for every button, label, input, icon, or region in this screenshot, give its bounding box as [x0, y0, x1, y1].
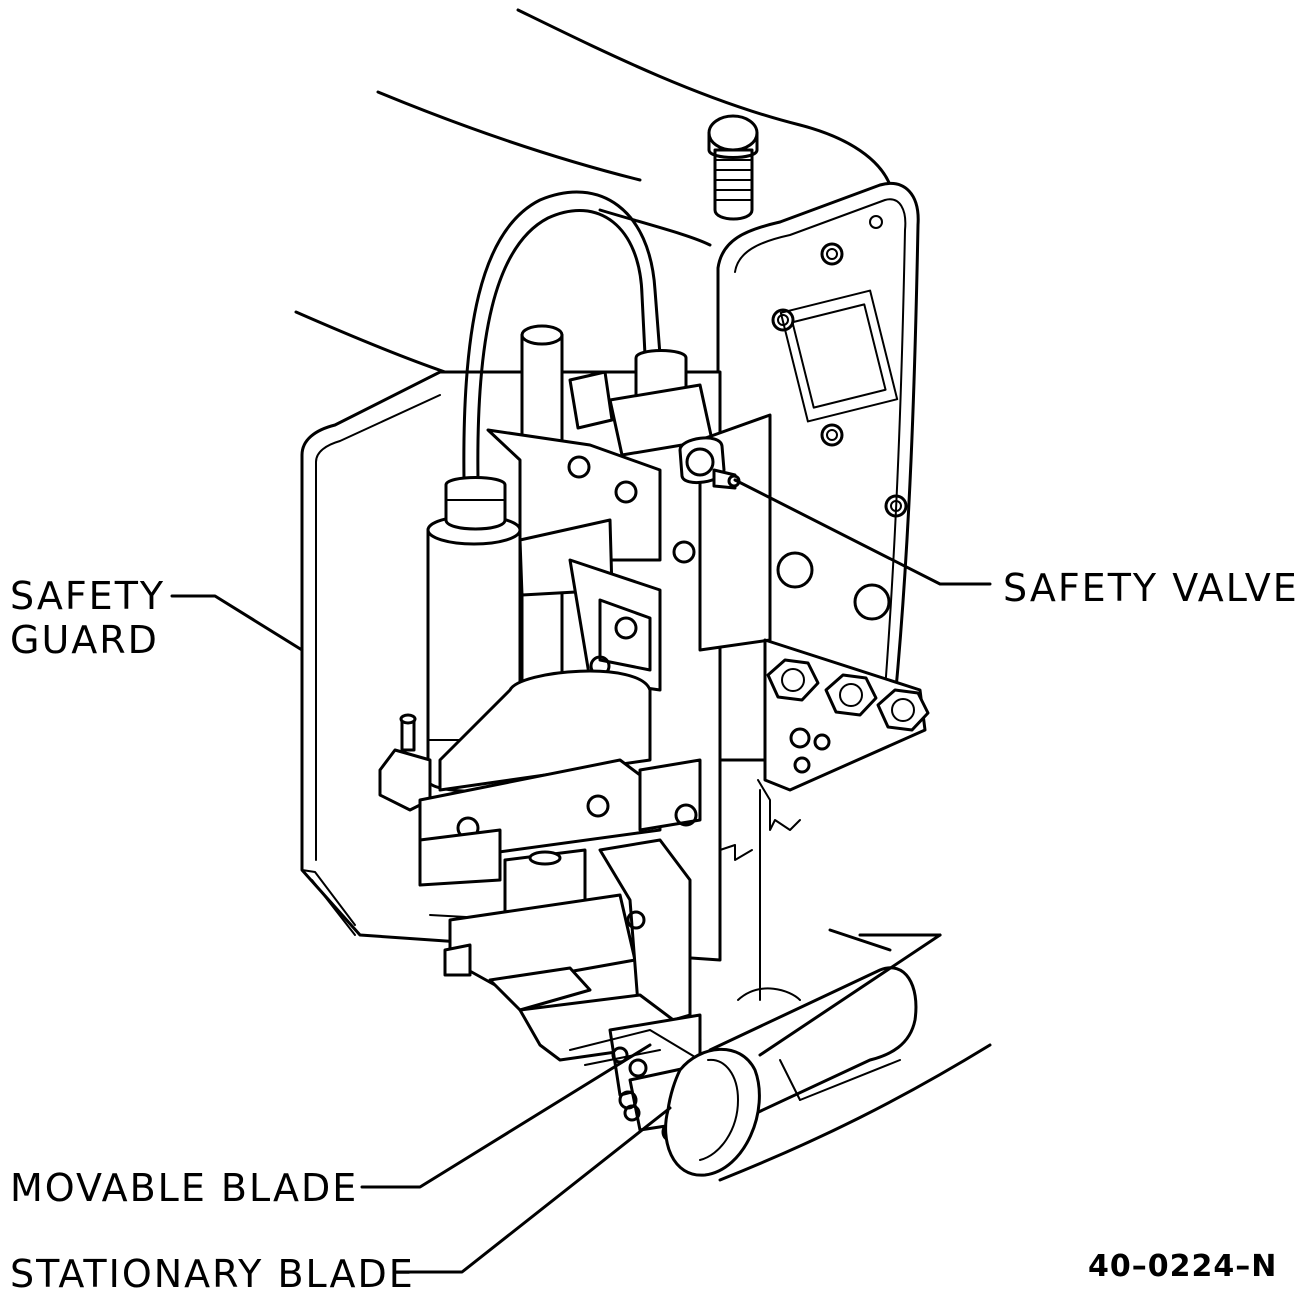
- top-knob: [707, 114, 759, 221]
- feed-roller: [664, 966, 918, 1177]
- leader-lines: [170, 478, 992, 1274]
- machine-arm: [294, 8, 892, 374]
- nut-1: [766, 658, 820, 702]
- mid-brackets: [418, 428, 702, 887]
- nut-2: [824, 673, 878, 717]
- safety-guard-label-line2: GUARD: [10, 618, 159, 662]
- nut-3: [876, 688, 930, 732]
- safety-guard-leader: [170, 594, 304, 652]
- stationary-blade-leader: [400, 1106, 672, 1274]
- movable-blade-leader: [360, 1043, 652, 1189]
- air-manifold: [719, 638, 930, 1001]
- safety-guard-label-line1: SAFETY: [10, 574, 166, 618]
- air-tube: [462, 190, 662, 482]
- stationary-blade-label: STATIONARY BLADE: [10, 1252, 415, 1291]
- movable-blade-label: MOVABLE BLADE: [10, 1166, 359, 1210]
- upper-fittings: [568, 349, 772, 652]
- blade-assembly: [443, 838, 801, 1143]
- machine-bed: [718, 928, 992, 1182]
- drawing-number: 40–0224–N: [1088, 1249, 1278, 1284]
- safety-valve-leader: [733, 478, 992, 586]
- safety-valve-label: SAFETY VALVE: [1003, 566, 1295, 610]
